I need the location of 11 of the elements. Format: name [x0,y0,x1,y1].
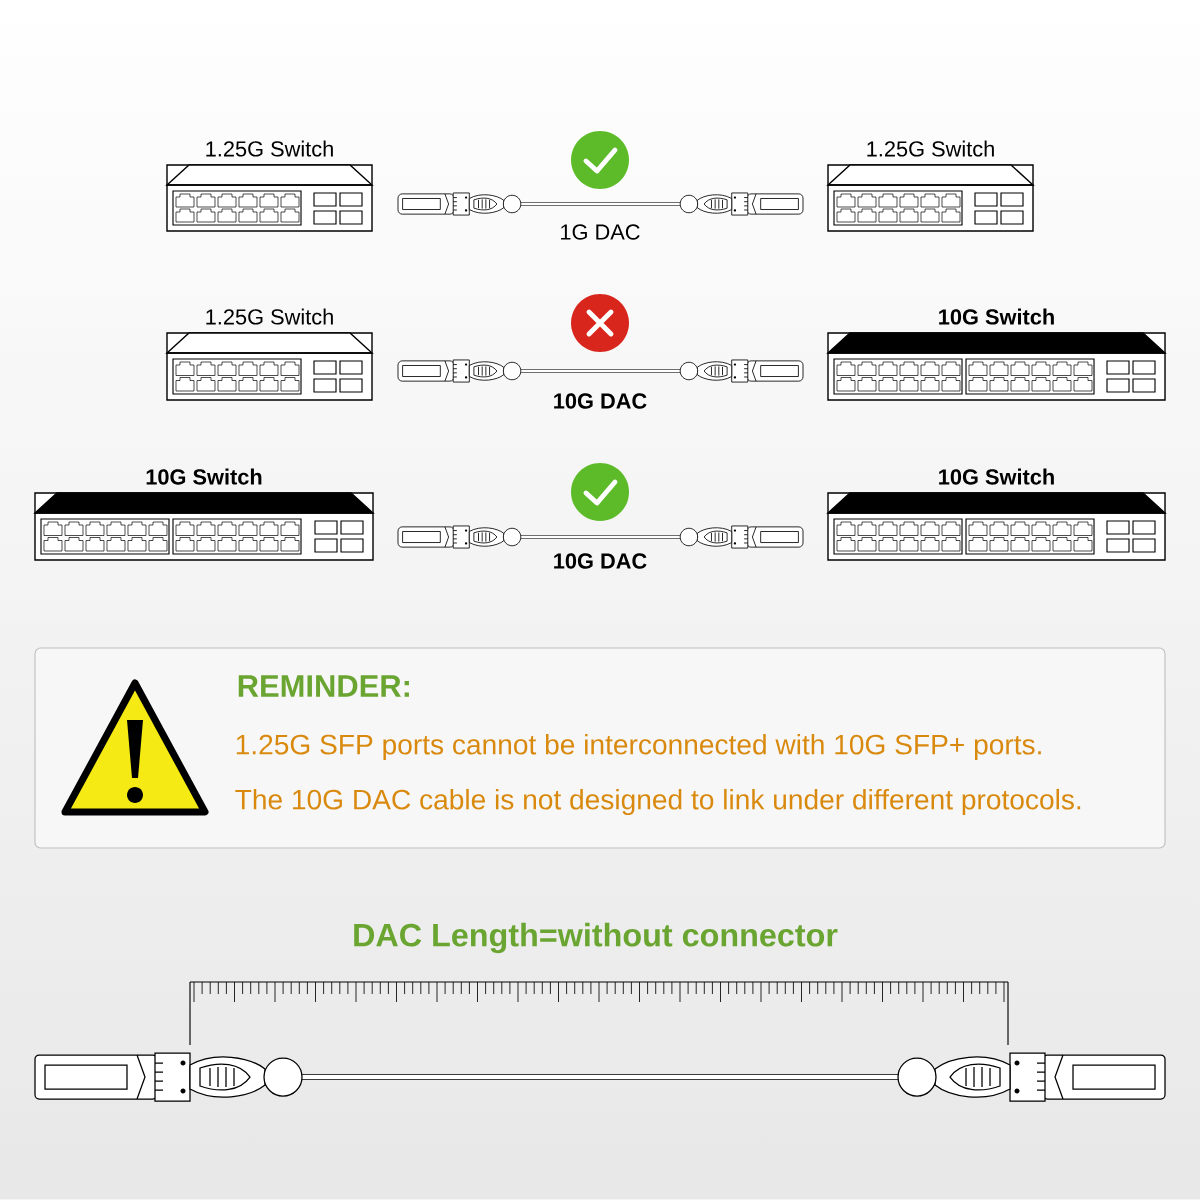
cable-label: 1G DAC [561,224,640,240]
cable-label: 10G DAC [554,393,647,409]
node-label: 1.25G Switch [867,140,994,157]
section-heading: DAC Length=without connector [354,922,838,954]
node-label: 10G Switch [939,468,1054,485]
node-label: 1.25G Switch [206,308,333,325]
cable-label: 10G DAC [554,553,647,569]
node-label: 1.25G Switch [206,140,333,157]
reminder-box: REMINDER: 1.25G SFP ports cannot be interconnected with 10G SFP+ ports. The 10G DAC cable is not designed to link under different protocols. [34,647,1166,849]
node-label: 10G Switch [939,308,1054,325]
node-label: 10G Switch [146,468,262,485]
